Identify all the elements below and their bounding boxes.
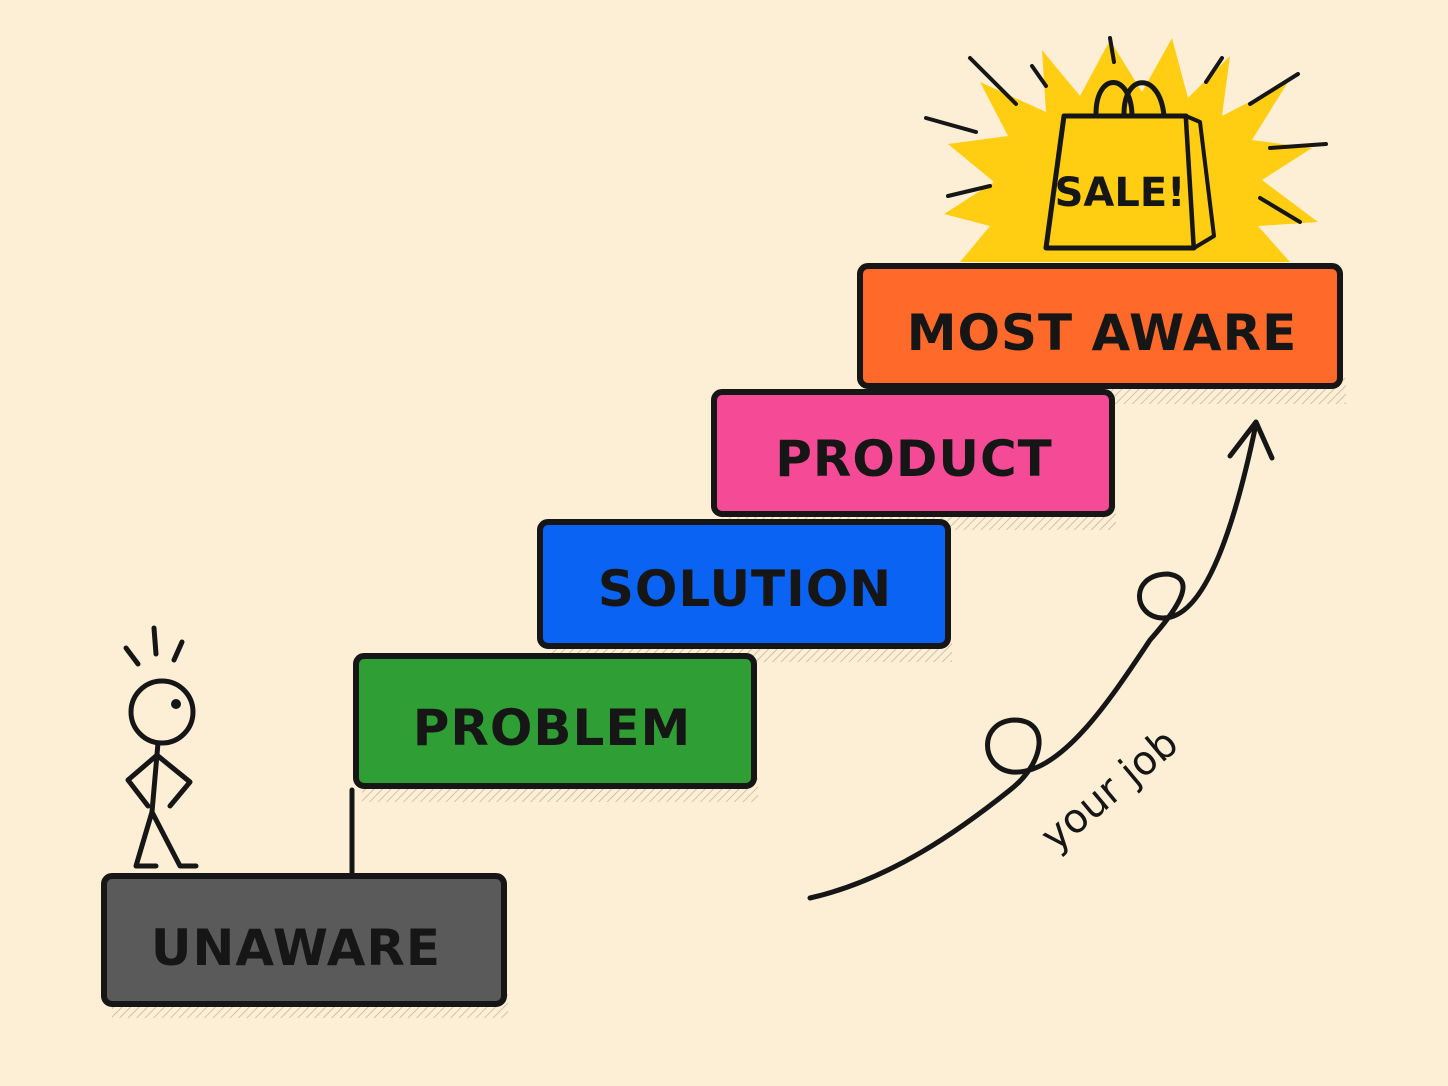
step-block bbox=[711, 389, 1115, 517]
step-label: SOLUTION bbox=[598, 560, 892, 618]
step-block bbox=[857, 263, 1343, 389]
your-job-arrow bbox=[807, 419, 1275, 901]
sale-text: SALE! bbox=[1055, 170, 1186, 216]
step-product: PRODUCT bbox=[711, 389, 1115, 517]
step-unaware: UNAWARE bbox=[101, 873, 507, 1007]
step-problem: PROBLEM bbox=[353, 653, 757, 789]
step-block bbox=[537, 519, 951, 649]
arrow-path bbox=[807, 421, 1259, 901]
step-label: UNAWARE bbox=[151, 919, 441, 977]
burst-lines bbox=[924, 36, 1328, 224]
step-label: PRODUCT bbox=[775, 430, 1053, 488]
step-block bbox=[101, 873, 507, 1007]
stick-figure-icon bbox=[123, 625, 199, 869]
step-label: PROBLEM bbox=[413, 699, 692, 757]
shopping-bag-icon: SALE! bbox=[1043, 80, 1216, 251]
step-block bbox=[353, 653, 757, 789]
step-most-aware: MOST AWARE bbox=[857, 263, 1343, 389]
arrow-head bbox=[1227, 419, 1275, 461]
arrow-label: your job bbox=[1032, 720, 1187, 860]
step-label: MOST AWARE bbox=[907, 304, 1298, 362]
step-solution: SOLUTION bbox=[537, 519, 951, 649]
